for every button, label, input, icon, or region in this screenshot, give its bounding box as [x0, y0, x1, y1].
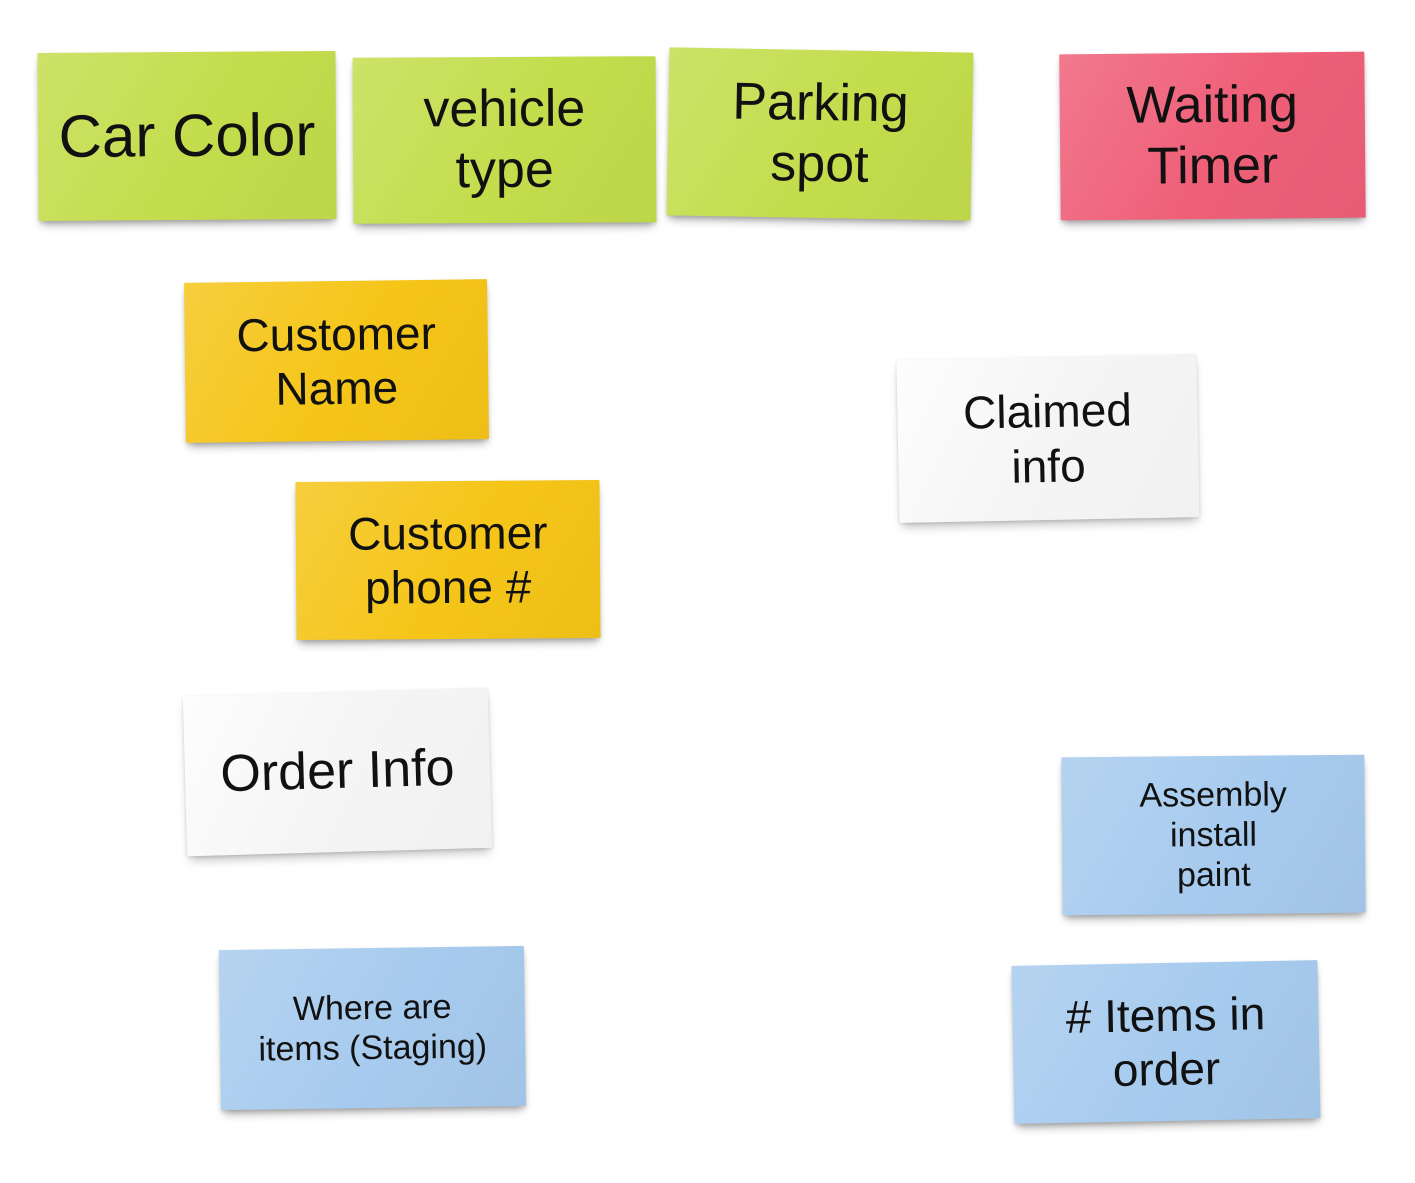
sticky-note-order-info[interactable]: Order Info: [182, 687, 493, 857]
sticky-note-label: vehicle type: [423, 79, 586, 200]
sticky-note-label: Order Info: [219, 739, 456, 804]
sticky-note-label: Car Color: [58, 100, 316, 170]
sticky-note-label: Assembly install paint: [1139, 775, 1287, 895]
sticky-note-where-are-items[interactable]: Where are items (Staging): [218, 945, 527, 1111]
sticky-note-label: Parking spot: [731, 72, 910, 194]
sticky-note-label: Waiting Timer: [1126, 74, 1299, 196]
sticky-note-waiting-timer[interactable]: Waiting Timer: [1059, 51, 1366, 221]
sticky-note-car-color[interactable]: Car Color: [37, 50, 337, 222]
sticky-note-items-in-order[interactable]: # Items in order: [1011, 960, 1321, 1124]
sticky-note-vehicle-type[interactable]: vehicle type: [352, 56, 657, 224]
sticky-note-customer-phone[interactable]: Customer phone #: [295, 479, 601, 641]
sticky-note-label: # Items in order: [1065, 986, 1266, 1097]
sticky-note-label: Customer Name: [236, 306, 437, 415]
sticky-note-assembly-install-paint[interactable]: Assembly install paint: [1061, 754, 1366, 916]
sticky-note-label: Where are items (Staging): [258, 987, 488, 1069]
sticky-note-parking-spot[interactable]: Parking spot: [666, 47, 974, 221]
sticky-note-customer-name[interactable]: Customer Name: [184, 279, 489, 443]
sticky-note-claimed-info[interactable]: Claimed info: [896, 354, 1200, 523]
sticky-note-label: Customer phone #: [347, 506, 548, 614]
sticky-note-label: Claimed info: [962, 383, 1133, 493]
